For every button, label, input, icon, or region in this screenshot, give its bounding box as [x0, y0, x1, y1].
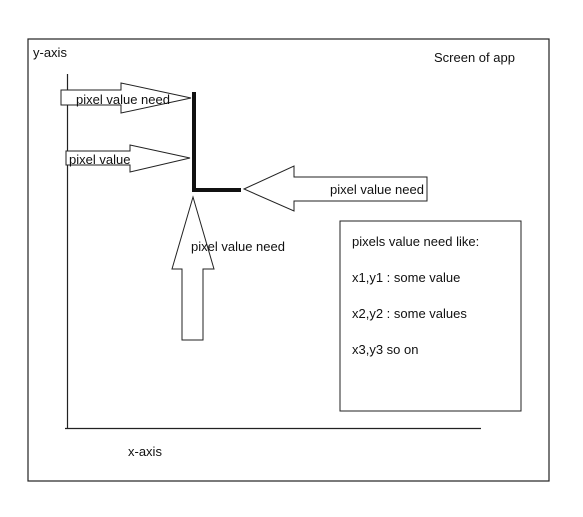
arrow-bottom-icon: [171, 195, 215, 341]
screen-label: Screen of app: [434, 50, 515, 65]
l-shape-line: [192, 92, 241, 192]
arrow-top-left-label: pixel value need: [76, 92, 170, 107]
arrow-middle-left-label: pixel value: [69, 152, 131, 167]
arrow-right-label: pixel value need: [330, 182, 424, 197]
note-line-1: pixels value need like:: [352, 234, 480, 249]
arrow-right-icon: [242, 165, 428, 212]
arrow-top-left-icon: [60, 82, 192, 114]
app-screen-frame: [27, 38, 550, 482]
note-line-2: x1,y1 : some value: [352, 270, 461, 285]
note-line-4: x3,y3 so on: [352, 342, 419, 357]
arrow-middle-left-icon: [65, 144, 191, 173]
note-box: [339, 220, 522, 412]
x-axis-label: x-axis: [128, 444, 162, 459]
note-line-3: x2,y2 : some values: [352, 306, 467, 321]
y-axis-label: y-axis: [33, 45, 67, 60]
arrow-bottom-label: pixel value need: [191, 239, 285, 254]
